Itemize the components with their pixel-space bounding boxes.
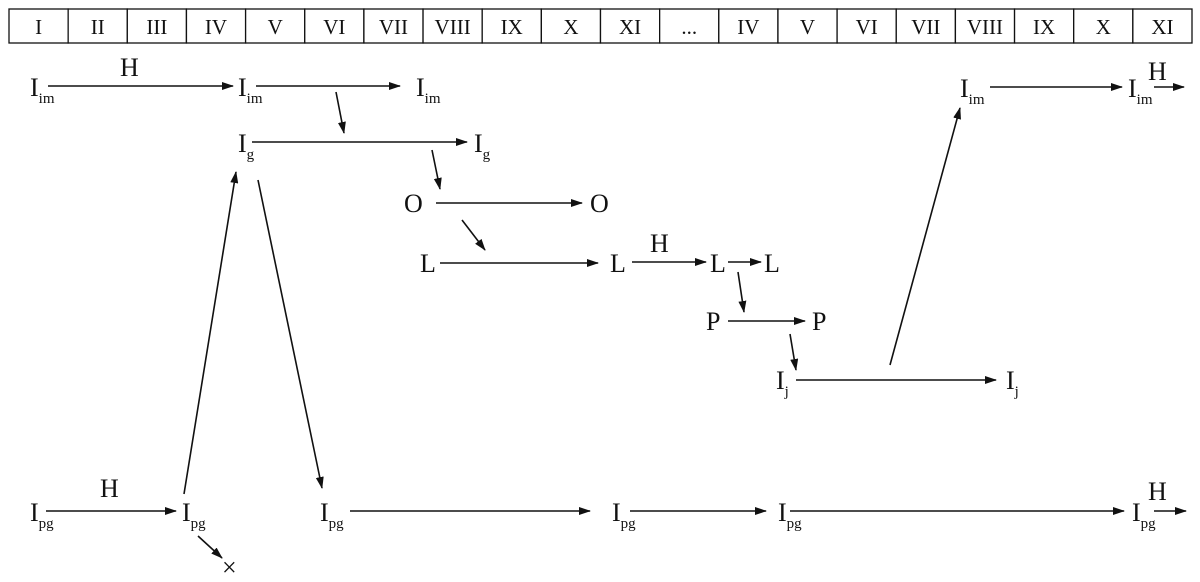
month-label: VI — [323, 15, 345, 39]
arrow-l3-p1 — [737, 271, 747, 313]
label-h-im5: H — [1148, 57, 1167, 86]
node-l3: L — [710, 249, 726, 278]
node-im5: Iim — [1128, 74, 1153, 108]
month-label: VIII — [435, 15, 471, 39]
arrow-o1-l1 — [461, 219, 486, 251]
node-p2: P — [812, 307, 826, 336]
month-cell — [67, 8, 128, 44]
month-label: VI — [856, 15, 878, 39]
month-label: VII — [379, 15, 408, 39]
month-cell — [540, 8, 602, 44]
label-h-pg6: H — [1148, 477, 1167, 506]
node-pg5: Ipg — [778, 498, 802, 532]
node-im1: Iim — [30, 73, 55, 107]
month-label: IX — [1033, 15, 1055, 39]
arrows — [46, 82, 1187, 559]
arrow-j-im4 — [889, 107, 961, 366]
month-cell — [244, 8, 306, 44]
node-p1: P — [706, 307, 720, 336]
month-cell — [1132, 8, 1193, 44]
month-cell — [304, 8, 365, 44]
month-cell — [954, 8, 1016, 44]
node-pg3: Ipg — [320, 498, 344, 532]
month-cell — [126, 8, 188, 44]
arrow-g1-pg3 — [257, 179, 324, 489]
arrow-p1-j1 — [789, 333, 799, 371]
month-label: V — [800, 15, 815, 39]
month-cell — [895, 8, 957, 44]
node-j1: Ij — [776, 366, 789, 400]
month-label: XI — [1151, 15, 1173, 39]
month-label: IX — [501, 15, 523, 39]
arrow-g2-o1 — [431, 149, 442, 190]
month-label: IV — [737, 15, 759, 39]
node-o1: O — [404, 189, 423, 218]
death-mark: × — [222, 553, 237, 582]
nodes: Iim Iim Iim Iim Iim Ig Ig O O L L L L P … — [30, 73, 1156, 532]
node-l4: L — [764, 249, 780, 278]
month-cell — [777, 8, 838, 44]
month-cell — [1073, 8, 1134, 44]
month-label: I — [35, 15, 42, 39]
month-label: III — [146, 15, 167, 39]
month-label: X — [1096, 15, 1111, 39]
node-g2: Ig — [474, 129, 491, 163]
month-cell — [718, 8, 779, 44]
month-label: VIII — [967, 15, 1003, 39]
month-cell — [422, 8, 483, 44]
node-pg4: Ipg — [612, 498, 636, 532]
month-label: II — [91, 15, 105, 39]
node-j2: Ij — [1006, 366, 1019, 400]
month-label: VII — [911, 15, 940, 39]
month-cell — [659, 8, 720, 44]
label-h-im: H — [120, 53, 139, 82]
arrow-pg2-g1 — [183, 171, 239, 495]
month-label: X — [563, 15, 578, 39]
label-h-pg: H — [100, 474, 119, 503]
node-pg6: Ipg — [1132, 498, 1156, 532]
node-o2: O — [590, 189, 609, 218]
month-label: ... — [681, 15, 697, 39]
node-im4: Iim — [960, 74, 985, 108]
month-label: XI — [619, 15, 641, 39]
month-cell — [8, 8, 69, 44]
edge-labels: H H H H H × — [100, 53, 1167, 582]
month-label: IV — [205, 15, 227, 39]
node-l2: L — [610, 249, 626, 278]
month-cell — [481, 8, 543, 44]
arrow-pg2-death — [197, 535, 223, 559]
month-cell — [363, 8, 424, 44]
node-pg1: Ipg — [30, 498, 54, 532]
node-l1: L — [420, 249, 436, 278]
month-label: V — [268, 15, 283, 39]
node-im3: Iim — [416, 73, 441, 107]
node-pg2: Ipg — [182, 498, 206, 532]
label-h-l: H — [650, 229, 669, 258]
arrow-im2-g1 — [335, 91, 346, 134]
node-im2: Iim — [238, 73, 263, 107]
node-g1: Ig — [238, 129, 255, 163]
